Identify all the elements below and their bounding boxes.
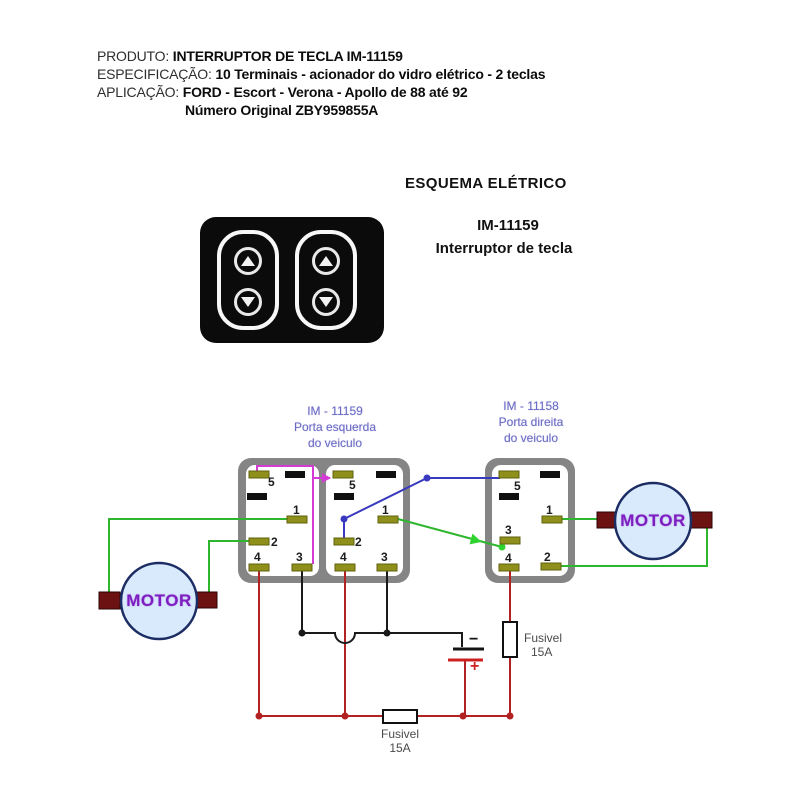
terminal-number: 5: [514, 479, 521, 493]
panel-b-terminals: [332, 470, 399, 572]
part-name: Interruptor de tecla: [435, 240, 573, 257]
right-switch-location2: do veiculo: [503, 431, 559, 445]
application-label: APLICAÇÃO:: [97, 84, 180, 100]
window-down-button: [312, 288, 340, 316]
part-number: IM-11159: [477, 217, 539, 234]
blue-junction-dot: [340, 515, 348, 523]
left-switch-label: IM - 11159 Porta esquerda do veiculo: [275, 403, 395, 451]
up-arrow-icon: [319, 256, 333, 266]
right-switch-location1: Porta direita: [498, 415, 564, 429]
header-product-line: PRODUTO: INTERRUPTOR DE TECLA IM-11159: [97, 48, 403, 64]
left-switch-location2: do veiculo: [307, 436, 363, 450]
up-arrow-icon: [241, 256, 255, 266]
terminal-number: 2: [544, 550, 551, 564]
fuse-right-label: Fusivel 15A: [524, 631, 562, 659]
terminal-number: 3: [381, 550, 388, 564]
terminal-number: 4: [505, 551, 512, 565]
green-junction-dot: [498, 543, 506, 551]
panel-a-terminals: [247, 470, 313, 572]
terminal-number: 1: [382, 503, 389, 517]
terminal-number: 1: [293, 503, 300, 517]
product-value: INTERRUPTOR DE TECLA IM-11159: [172, 48, 403, 64]
original-number-value: Número Original ZBY959855A: [185, 102, 379, 118]
left-switch-location1: Porta esquerda: [293, 420, 377, 434]
magenta-arrowhead-icon: [322, 473, 331, 483]
rocker-button-right: [295, 230, 357, 330]
red-junction-dots: [255, 712, 514, 720]
down-arrow-icon: [241, 297, 255, 307]
fuse-right-name: Fusivel: [524, 631, 563, 645]
rocker-button-left: [217, 230, 279, 330]
fuse-right-symbol: [502, 621, 518, 658]
window-up-button: [312, 247, 340, 275]
black-junction-dots: [298, 629, 391, 637]
terminal-number: 5: [268, 475, 275, 489]
header-original-number-line: Número Original ZBY959855A: [185, 102, 378, 118]
fuse-bottom-label: Fusivel 15A: [360, 727, 440, 755]
spec-label: ESPECIFICAÇÃO:: [97, 66, 212, 82]
motor-right-symbol: [596, 481, 713, 561]
battery-plus-sign: +: [470, 658, 480, 675]
battery-minus-sign: −: [469, 631, 479, 648]
switch-product-image: [200, 217, 384, 343]
application-value: FORD - Escort - Verona - Apollo de 88 at…: [182, 84, 468, 100]
window-up-button: [234, 247, 262, 275]
terminal-number: 4: [254, 550, 261, 564]
fuse-bottom-symbol: [382, 709, 418, 724]
down-arrow-icon: [319, 297, 333, 307]
terminal-number: 3: [505, 523, 512, 537]
right-switch-connector: [485, 458, 575, 583]
motor-left-symbol: [98, 561, 218, 641]
spec-value: 10 Terminais - acionador do vidro elétri…: [215, 66, 546, 82]
terminal-number: 2: [271, 535, 278, 549]
terminal-number: 4: [340, 550, 347, 564]
terminal-number: 3: [296, 550, 303, 564]
motor-left-label: MOTOR: [126, 591, 192, 610]
green-wires: [108, 518, 708, 592]
fuse-bottom-name: Fusivel: [380, 727, 419, 741]
ground-wires: [301, 570, 463, 647]
motor-right-label: MOTOR: [620, 511, 686, 530]
schematic-title: ESQUEMA ELÉTRICO: [405, 175, 567, 192]
blue-junction-dot: [423, 474, 431, 482]
right-switch-label: IM - 11158 Porta direita do veiculo: [471, 398, 591, 446]
header-application-line: APLICAÇÃO: FORD - Escort - Verona - Apol…: [97, 84, 468, 100]
window-down-button: [234, 288, 262, 316]
terminal-number: 1: [546, 503, 553, 517]
right-switch-id: IM - 11158: [503, 399, 559, 413]
product-label: PRODUTO:: [97, 48, 170, 64]
blue-wires: [343, 477, 500, 540]
terminal-number: 5: [349, 478, 356, 492]
left-switch-id: IM - 11159: [307, 404, 363, 418]
header-spec-line: ESPECIFICAÇÃO: 10 Terminais - acionador …: [97, 66, 545, 82]
right-block-terminals: [498, 470, 563, 572]
fuse-bottom-rating: 15A: [389, 741, 411, 755]
terminal-number: 2: [355, 535, 362, 549]
fuse-right-rating: 15A: [531, 645, 553, 659]
green-arrowhead-icon: [469, 533, 482, 545]
left-switch-connector: [238, 458, 410, 583]
